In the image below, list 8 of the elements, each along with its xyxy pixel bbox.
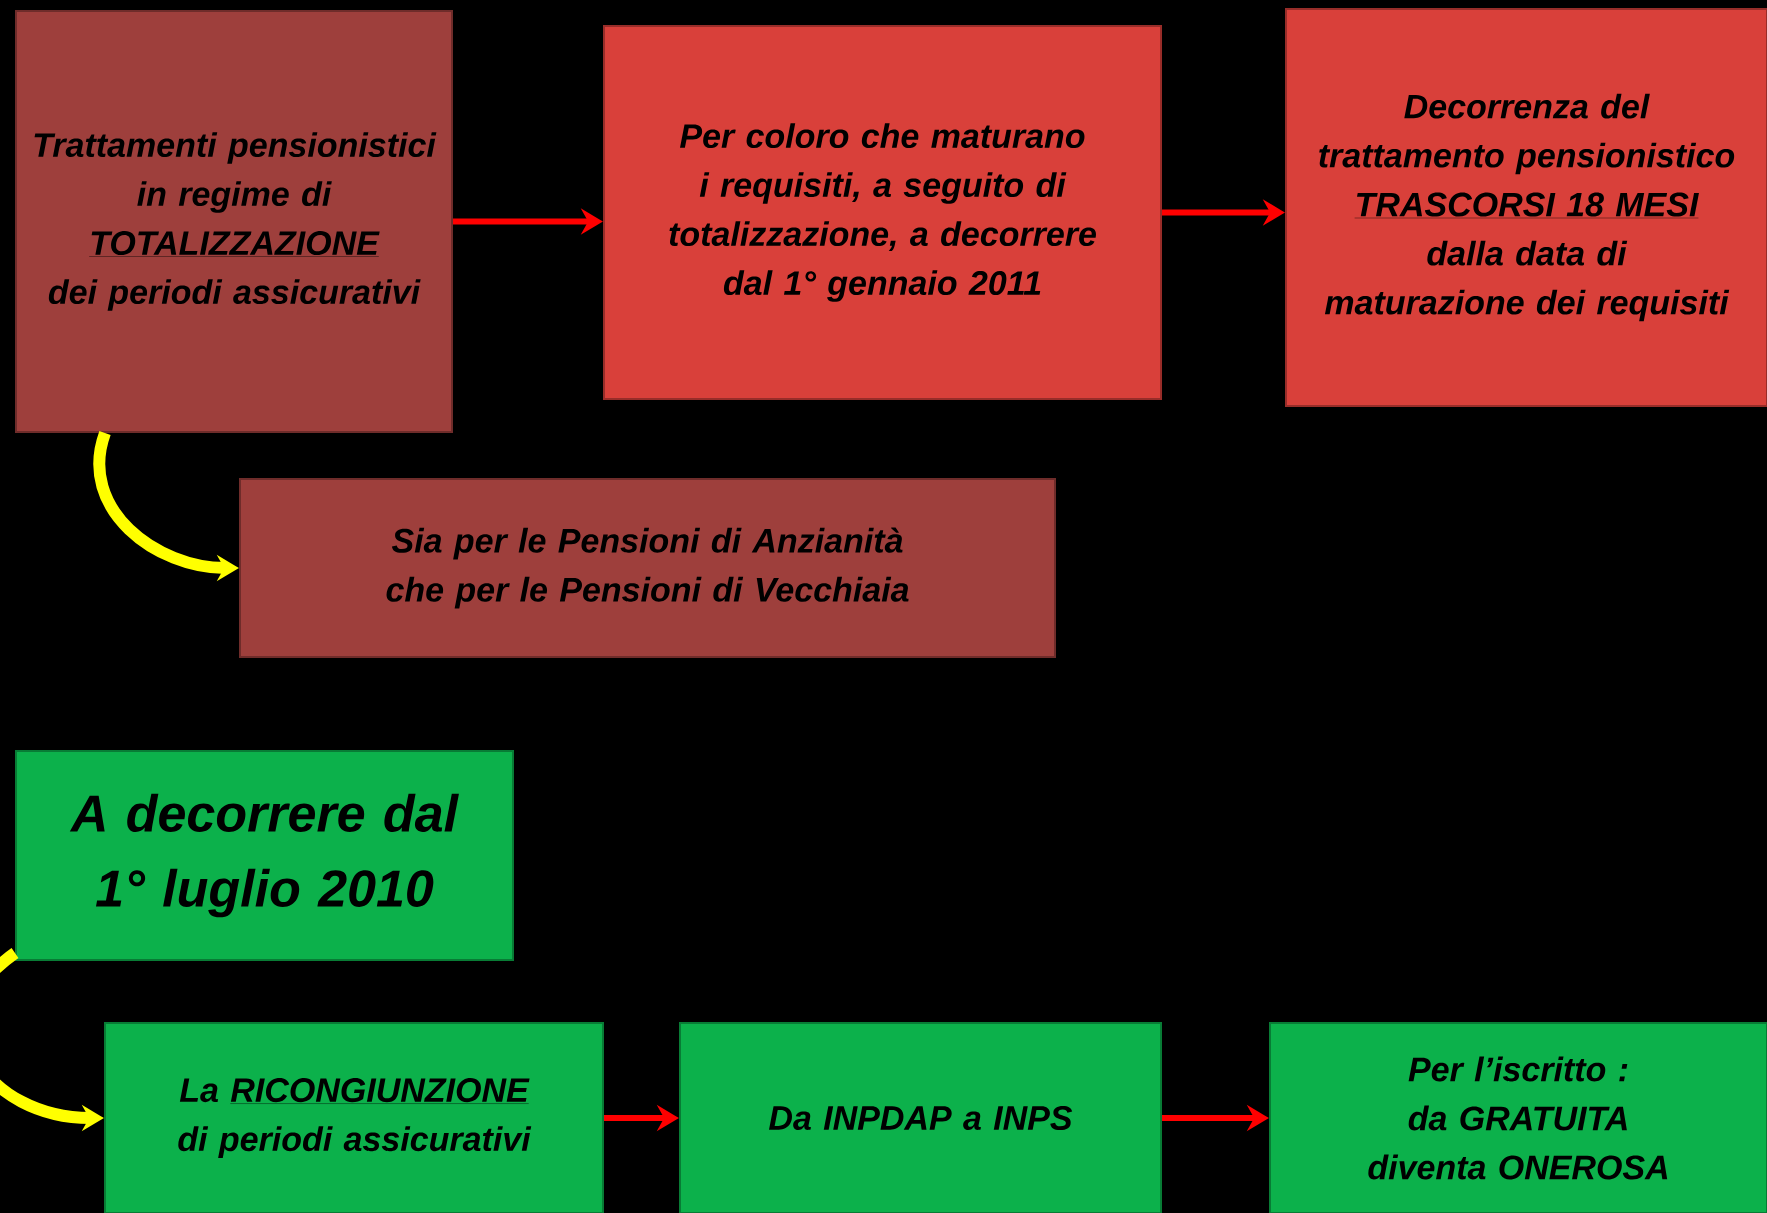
text-box: A decorrere dal 1° luglio 2010 <box>15 750 514 961</box>
text-box: La RICONGIUNZIONE di periodi assicurativi <box>104 1022 604 1213</box>
text-box: Trattamenti pensionistici in regime di TOTALIZZAZIONE dei periodi assicurativi <box>15 10 453 433</box>
text-box: Per l’iscritto : da GRATUITA diventa ONEROSA <box>1269 1022 1767 1213</box>
text-box: Da INPDAP a INPS <box>679 1022 1162 1213</box>
text-box: Sia per le Pensioni di Anzianità che per le Pensioni di Vecchiaia <box>239 478 1056 658</box>
text-box: Decorrenza del trattamento pensionistico TRASCORSI 18 MESI dalla data di maturazione dei requisiti <box>1285 8 1767 407</box>
text-box: Per coloro che maturano i requisiti, a seguito di totalizzazione, a decorrere dal 1° gennaio 2011 <box>603 25 1162 400</box>
